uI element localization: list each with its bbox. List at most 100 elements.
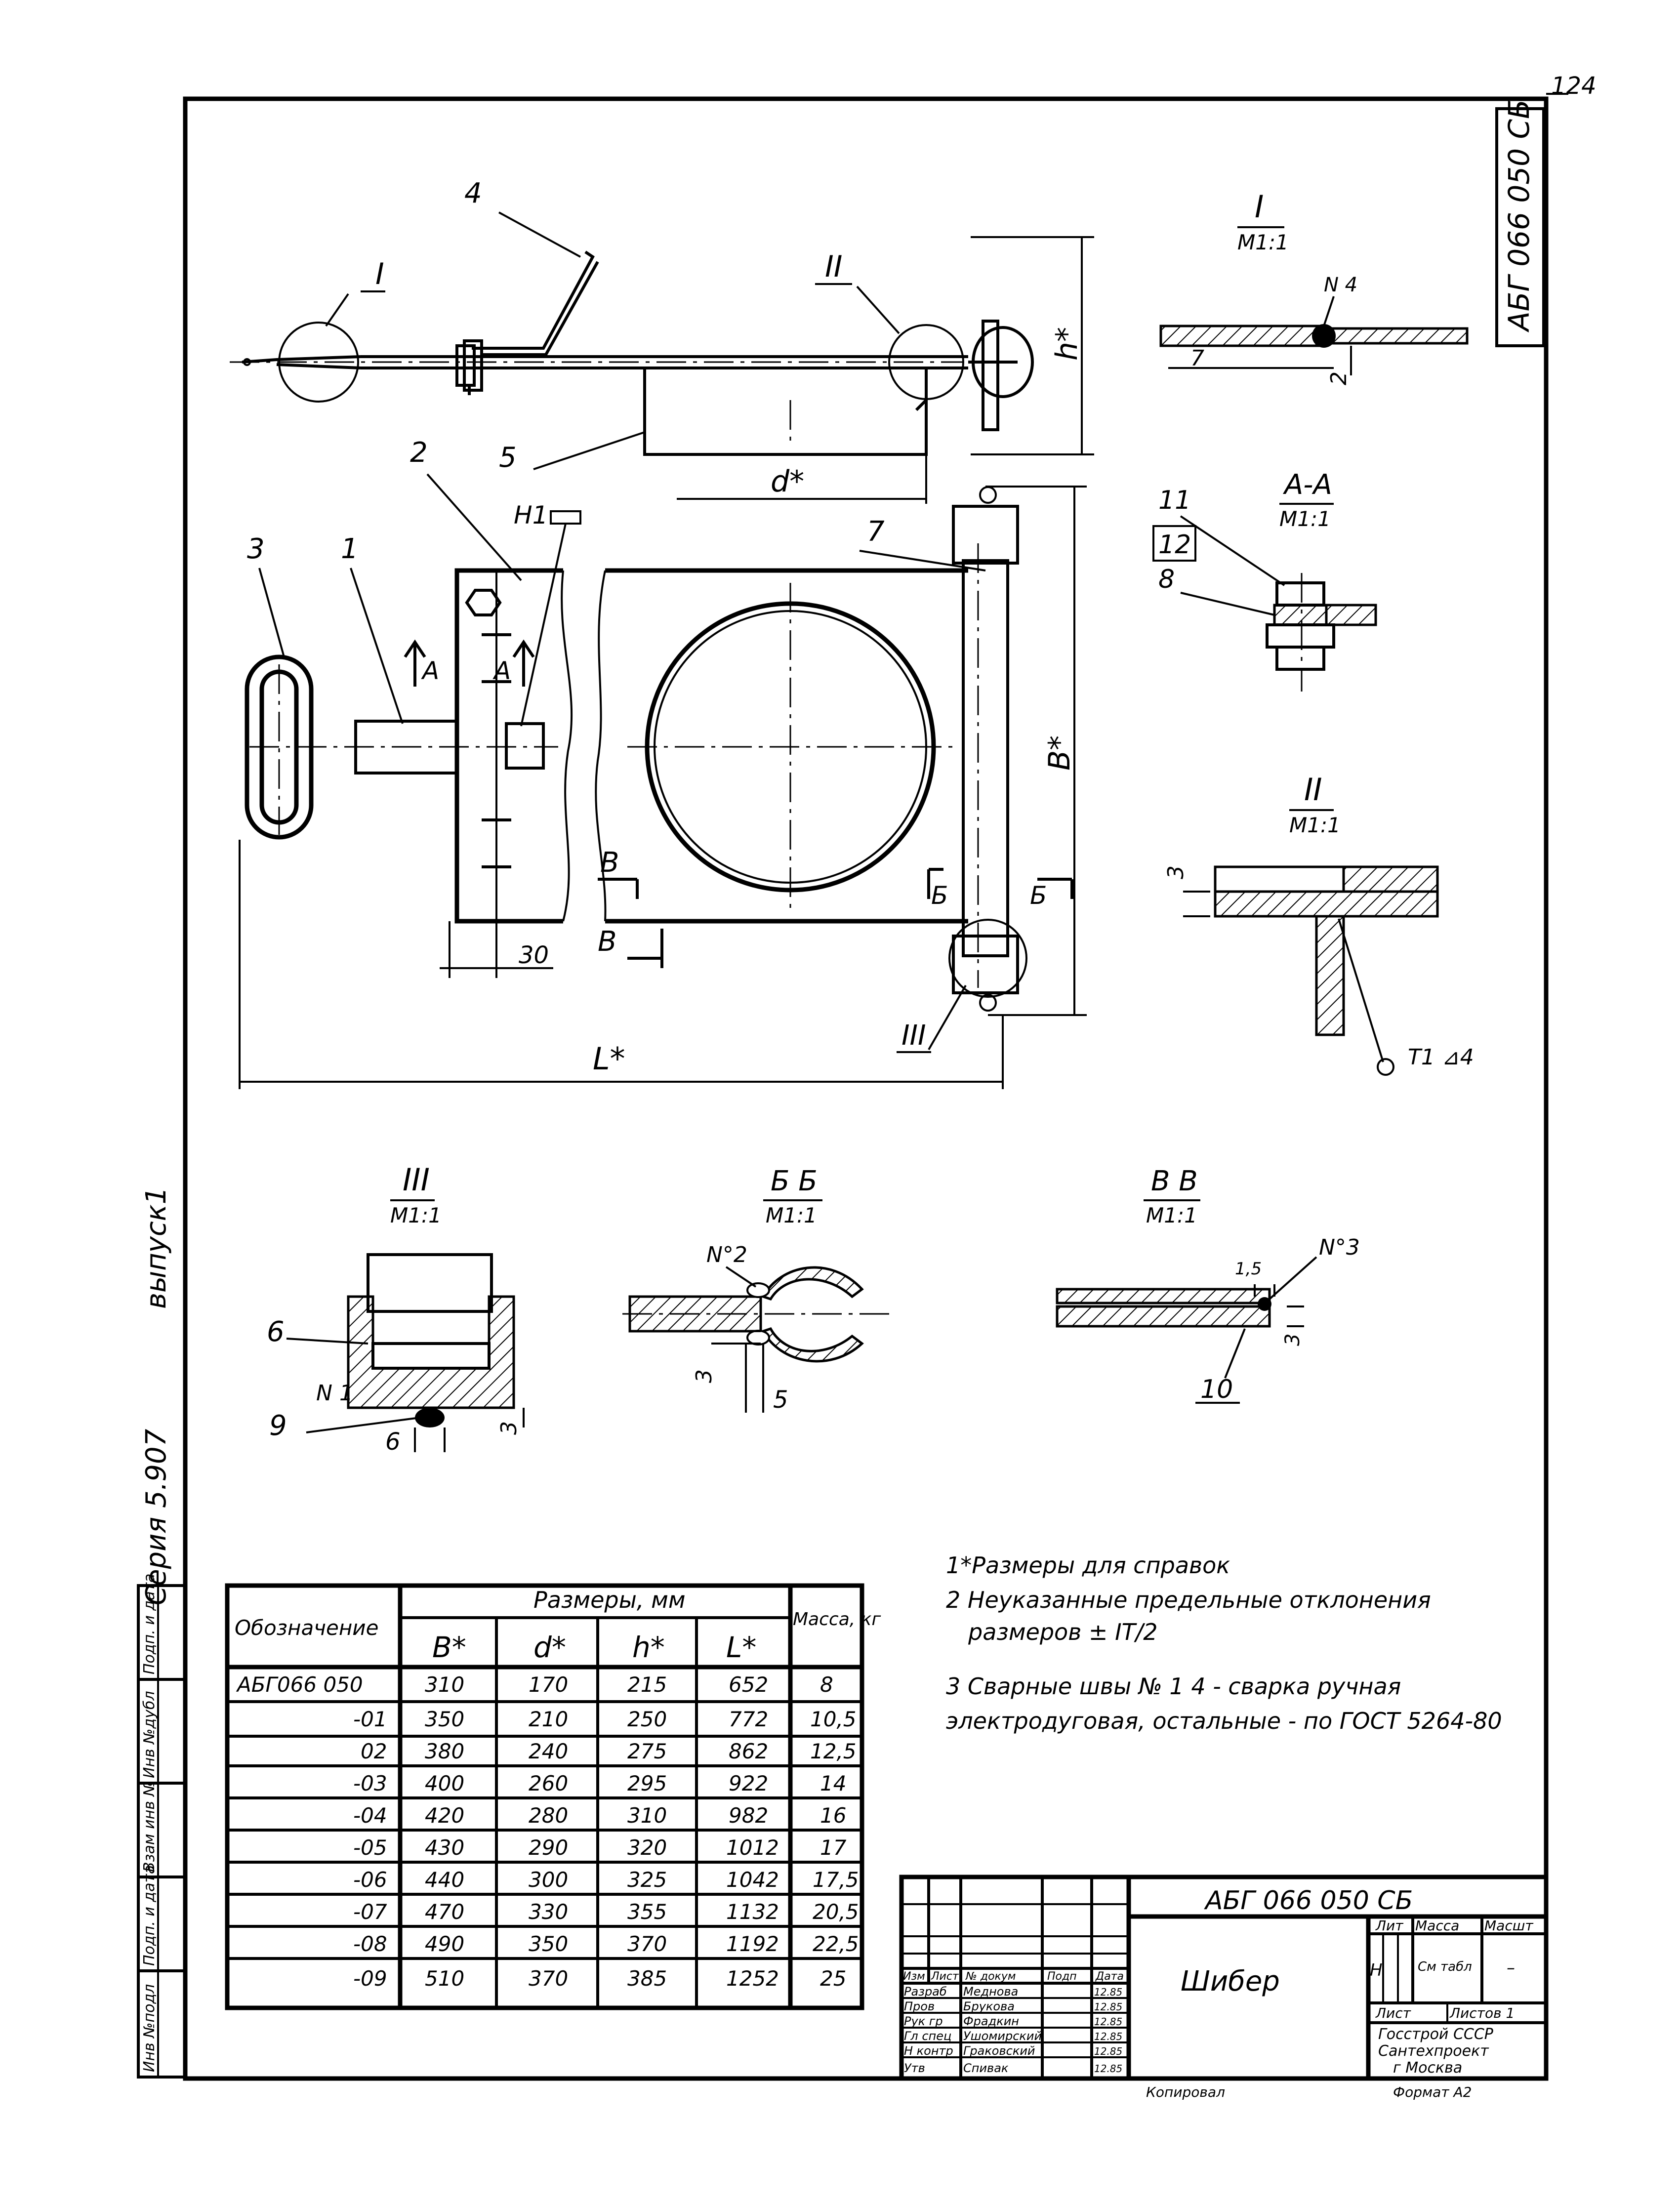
lock-block: [505, 722, 545, 770]
tb-mass-value: См табл: [1418, 1959, 1472, 1974]
dim-B: В*: [1042, 735, 1077, 771]
tb-person: Спивак: [963, 2061, 1009, 2075]
tb-head: Дата: [1095, 1970, 1124, 1983]
th-mass: Масса, кг: [793, 1609, 881, 1630]
cell-L: 1042: [726, 1868, 779, 1892]
section-BB-scale: М1:1: [766, 1203, 817, 1227]
label-pos10: 10: [1200, 1375, 1233, 1404]
label-pos3: 3: [247, 533, 265, 565]
tb-sheet-label: Лист: [1375, 2005, 1411, 2021]
tb-sheets-label: Листов 1: [1449, 2005, 1515, 2021]
section-VV: В В М1:1 N°3 1,5 3 10: [1056, 1165, 1360, 1404]
cell-B: 310: [425, 1672, 464, 1697]
tb-date: 12.85: [1094, 2016, 1122, 2028]
title-block: АБГ 066 050 СБ Шибер Изм Лист № докум По…: [899, 1875, 1549, 2100]
detail-circle-I: [278, 322, 359, 403]
cell-name: -08: [353, 1932, 387, 1956]
cell-h: 355: [627, 1900, 667, 1924]
cell-m: 8: [820, 1672, 833, 1697]
detail-circle-II: [888, 324, 964, 400]
mark-V-top: В: [600, 847, 619, 879]
cell-name: -06: [353, 1868, 387, 1892]
detail-I: I М1:1 N 4 7 2: [1159, 189, 1469, 385]
cell-h: 310: [627, 1803, 667, 1828]
cell-d: 330: [529, 1900, 568, 1924]
label-view-II: II: [825, 249, 842, 284]
detail-II: II М1:1 3 Т1 ⊿4: [1163, 772, 1474, 1076]
label-pos2: 2: [410, 437, 428, 469]
mark-A-left: А: [421, 656, 439, 685]
tb-person: Фрадкин: [963, 2014, 1019, 2028]
sheet-frame: [183, 96, 1549, 2081]
issue-text: выпуск1: [140, 1187, 172, 1309]
tb-head: Подп: [1047, 1970, 1077, 1983]
tb-role: Пров: [904, 1999, 935, 2013]
tb-role: Рук гр: [904, 2014, 943, 2028]
cell-B: 400: [425, 1771, 464, 1795]
cell-m: 22,5: [813, 1932, 859, 1956]
tb-designation: АБГ 066 050 СБ: [1204, 1886, 1413, 1916]
cell-L: 922: [729, 1771, 768, 1795]
cell-m: 12,5: [810, 1739, 857, 1763]
cell-m: 17: [820, 1835, 847, 1860]
weld-T1: Т1 ⊿4: [1408, 1045, 1474, 1070]
cell-d: 170: [529, 1672, 568, 1697]
cell-name: -03: [353, 1771, 387, 1795]
tb-date: 12.85: [1094, 2001, 1122, 2013]
th-L: L*: [726, 1631, 756, 1664]
tb-person: Меднова: [963, 1985, 1018, 1998]
cell-d: 260: [529, 1771, 568, 1795]
detail-I-dim2: 2: [1326, 371, 1352, 385]
plan-view: Н1 В* L* 30 А А В: [239, 437, 1087, 1089]
weld-N1: N 1: [316, 1381, 353, 1406]
mark-A-right: А: [492, 656, 511, 685]
top-view: h* d* 4 5 I II: [230, 177, 1094, 504]
label-pos1: 1: [341, 533, 359, 565]
cell-B: 490: [425, 1932, 464, 1956]
section-VV-dim3: 3: [1281, 1334, 1304, 1346]
cell-m: 20,5: [813, 1900, 859, 1924]
dim-30: 30: [519, 941, 549, 969]
mark-B-left: Б: [931, 881, 948, 910]
cell-d: 290: [529, 1835, 568, 1860]
cell-d: 370: [529, 1966, 568, 1991]
note-3b: электродуговая, остальные - по ГОСТ 5264…: [946, 1708, 1502, 1734]
tb-copied: Копировал: [1146, 2084, 1225, 2100]
cell-h: 370: [627, 1932, 667, 1956]
ring-3: [245, 654, 314, 840]
detail-III-scale: М1:1: [390, 1203, 442, 1227]
th-h: h*: [632, 1631, 665, 1664]
tb-date: 12.85: [1094, 2031, 1122, 2042]
weld-N3: N°3: [1319, 1235, 1360, 1260]
th-group: Размеры, мм: [533, 1587, 686, 1613]
bar-7: [962, 559, 1009, 957]
tb-role: Утв: [904, 2061, 925, 2075]
tb-head: Изм: [903, 1970, 925, 1983]
stamp-inv: Инв №подл: [141, 1984, 158, 2072]
tb-date: 12.85: [1094, 2063, 1122, 2075]
mark-V-bottom: В: [598, 926, 616, 958]
tb-scale-label: Масшт: [1484, 1917, 1533, 1934]
tb-person: Граковский: [963, 2044, 1035, 2058]
detail-III-title: III: [403, 1162, 430, 1198]
detail-III-dim3: 3: [496, 1421, 522, 1435]
detail-circle-III: [948, 919, 1027, 998]
detail-II-title: II: [1304, 772, 1322, 808]
cell-L: 652: [729, 1672, 768, 1697]
dimensions-table: Обозначение Размеры, мм В* d* h* L* Масс…: [225, 1583, 881, 2010]
cell-B: 470: [425, 1900, 464, 1924]
side-stamp: Инв №подл Подп. и дата Взам инв № Инв №д…: [137, 1574, 187, 2079]
pipe-5: [643, 367, 928, 456]
cell-L: 1132: [726, 1900, 779, 1924]
tb-name: Шибер: [1181, 1965, 1280, 1998]
cell-B: 420: [425, 1803, 464, 1828]
cell-d: 280: [529, 1803, 568, 1828]
tb-lit-label: Лит: [1375, 1917, 1403, 1934]
label-view-III: III: [901, 1019, 926, 1052]
cell-L: 1192: [726, 1932, 779, 1956]
cell-m: 10,5: [810, 1707, 857, 1731]
cell-B: 350: [425, 1707, 464, 1731]
stamp-sign2: Подп. и дата: [141, 1574, 158, 1674]
cell-h: 250: [627, 1707, 667, 1731]
